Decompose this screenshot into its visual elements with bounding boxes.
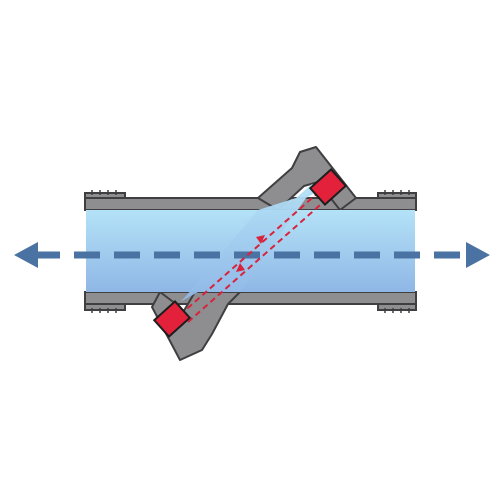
thread-teeth <box>91 190 410 313</box>
downstream-transducer <box>152 300 192 338</box>
flow-arrow-right-head <box>466 242 490 268</box>
reverse-signal <box>187 197 329 323</box>
signal-paths <box>179 190 329 323</box>
reverse-signal-arrowhead <box>236 263 245 272</box>
top-wall <box>84 197 417 211</box>
forward-signal <box>179 190 321 316</box>
flow-arrow-left-head <box>14 242 38 268</box>
bottom-wall <box>84 291 417 305</box>
fluid-channel <box>180 184 320 302</box>
upstream-transducer <box>308 168 348 206</box>
flow-arrow <box>14 242 490 268</box>
forward-signal-arrowhead <box>256 235 265 244</box>
